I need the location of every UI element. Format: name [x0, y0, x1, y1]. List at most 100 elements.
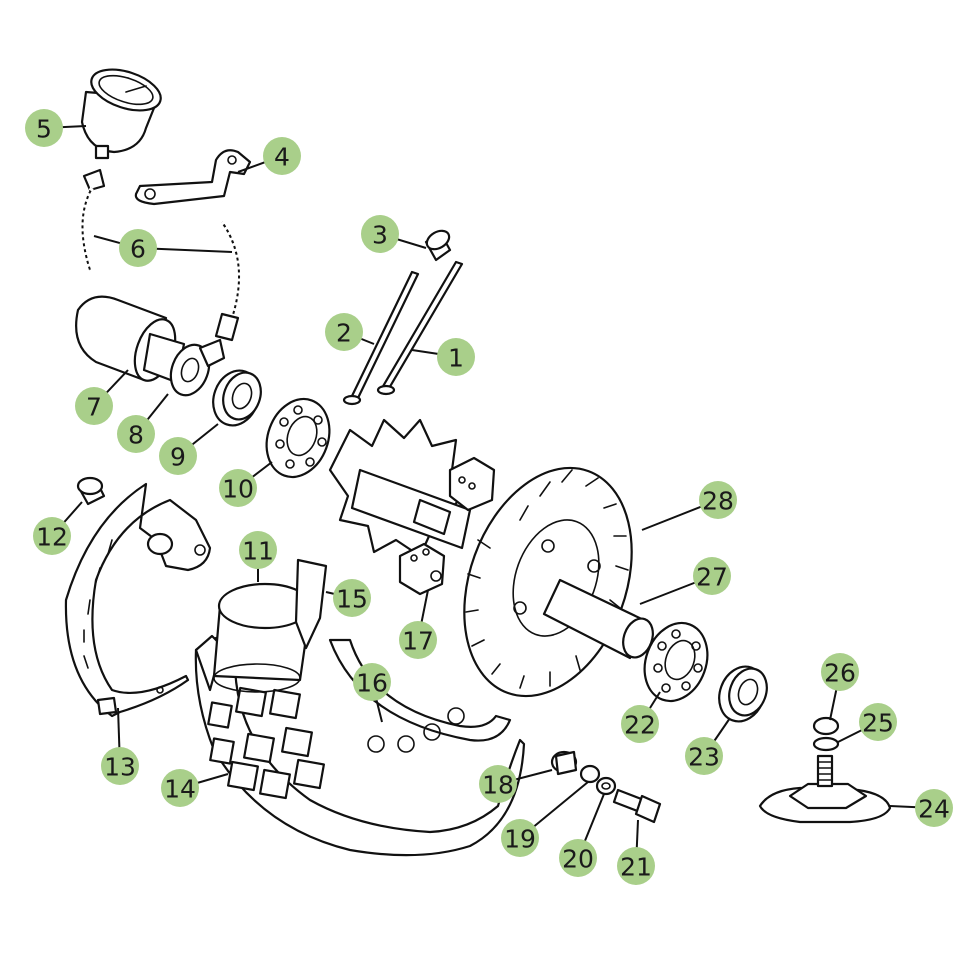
callout-badge	[219, 469, 257, 507]
callout-9: 9	[159, 437, 197, 475]
callout-label: 24	[918, 795, 950, 824]
callout-19: 19	[501, 819, 539, 857]
callout-badge	[685, 737, 723, 775]
callout-badge	[161, 769, 199, 807]
callout-badge	[239, 531, 277, 569]
callout-28: 28	[699, 481, 737, 519]
callout-label: 27	[696, 563, 728, 592]
callout-badge	[915, 789, 953, 827]
callout-badge	[437, 338, 475, 376]
callout-18: 18	[479, 765, 517, 803]
part-brake-plate	[64, 482, 212, 718]
callout-badge	[325, 313, 363, 351]
callout-badge	[353, 663, 391, 701]
part-speedometer-drive	[75, 295, 226, 397]
callout-11: 11	[239, 531, 277, 569]
callout-4: 4	[263, 137, 301, 175]
part-bearing-right	[643, 621, 709, 703]
callout-label: 1	[448, 344, 464, 373]
part-bolt-set	[550, 750, 662, 824]
callout-label: 14	[164, 775, 196, 804]
callout-label: 20	[562, 845, 594, 874]
callout-16: 16	[353, 663, 391, 701]
callout-25: 25	[859, 703, 897, 741]
callout-label: 18	[482, 771, 514, 800]
callout-10: 10	[219, 469, 257, 507]
callout-badge	[75, 387, 113, 425]
callout-6: 6	[119, 229, 157, 267]
part-speedometer-gauge	[80, 68, 162, 160]
callout-label: 7	[86, 393, 102, 422]
callout-badge	[101, 747, 139, 785]
callout-label: 5	[36, 115, 52, 144]
tire-tread-blocks	[207, 686, 325, 800]
callout-badge	[821, 653, 859, 691]
callout-badge	[859, 703, 897, 741]
part-small-nut	[76, 476, 106, 506]
callout-label: 4	[274, 143, 290, 172]
callout-label: 25	[862, 709, 894, 738]
callout-label: 19	[504, 825, 536, 854]
callout-label: 17	[402, 627, 434, 656]
callout-14: 14	[161, 769, 199, 807]
callout-12: 12	[33, 517, 71, 555]
callout-label: 12	[36, 523, 68, 552]
callout-label: 21	[620, 853, 652, 882]
callout-15: 15	[333, 579, 371, 617]
callout-label: 3	[372, 221, 388, 250]
callout-badge	[559, 839, 597, 877]
part-speedometer-cable	[80, 168, 242, 342]
callout-label: 9	[170, 443, 186, 472]
callout-label: 22	[624, 711, 656, 740]
callout-8: 8	[117, 415, 155, 453]
callout-7: 7	[75, 387, 113, 425]
callout-badge	[693, 557, 731, 595]
part-mount-assembly	[758, 716, 892, 824]
part-spindles	[342, 260, 464, 406]
callout-13: 13	[101, 747, 139, 785]
callout-label: 10	[222, 475, 254, 504]
callout-27: 27	[693, 557, 731, 595]
callout-label: 26	[824, 659, 856, 688]
part-cylinder	[212, 582, 313, 693]
callout-badge	[699, 481, 737, 519]
callout-label: 23	[688, 743, 720, 772]
callout-badge	[621, 705, 659, 743]
callout-badge	[159, 437, 197, 475]
callout-2: 2	[325, 313, 363, 351]
callout-label: 2	[336, 319, 352, 348]
part-brake-disc	[463, 466, 633, 698]
callout-22: 22	[621, 705, 659, 743]
callout-24: 24	[915, 789, 953, 827]
callout-1: 1	[437, 338, 475, 376]
callout-label: 15	[336, 585, 368, 614]
callout-17: 17	[399, 621, 437, 659]
part-hub	[328, 418, 496, 558]
part-strip	[294, 558, 328, 650]
callout-badge	[333, 579, 371, 617]
callout-21: 21	[617, 847, 655, 885]
callout-label: 8	[128, 421, 144, 450]
part-tire	[194, 634, 526, 857]
callout-badge	[117, 415, 155, 453]
callout-badge	[501, 819, 539, 857]
callout-badge	[617, 847, 655, 885]
callout-badge	[33, 517, 71, 555]
callout-20: 20	[559, 839, 597, 877]
part-seal-right	[718, 665, 768, 723]
callout-badge	[119, 229, 157, 267]
part-block	[398, 542, 446, 596]
callout-26: 26	[821, 653, 859, 691]
callout-3: 3	[361, 215, 399, 253]
callout-label: 28	[702, 487, 734, 516]
part-small-cap	[424, 229, 452, 262]
callout-badge	[479, 765, 517, 803]
callout-label: 16	[356, 669, 388, 698]
callout-badge	[361, 215, 399, 253]
callout-5: 5	[25, 109, 63, 147]
part-bearing-left	[265, 397, 331, 479]
callout-label: 11	[242, 537, 274, 566]
